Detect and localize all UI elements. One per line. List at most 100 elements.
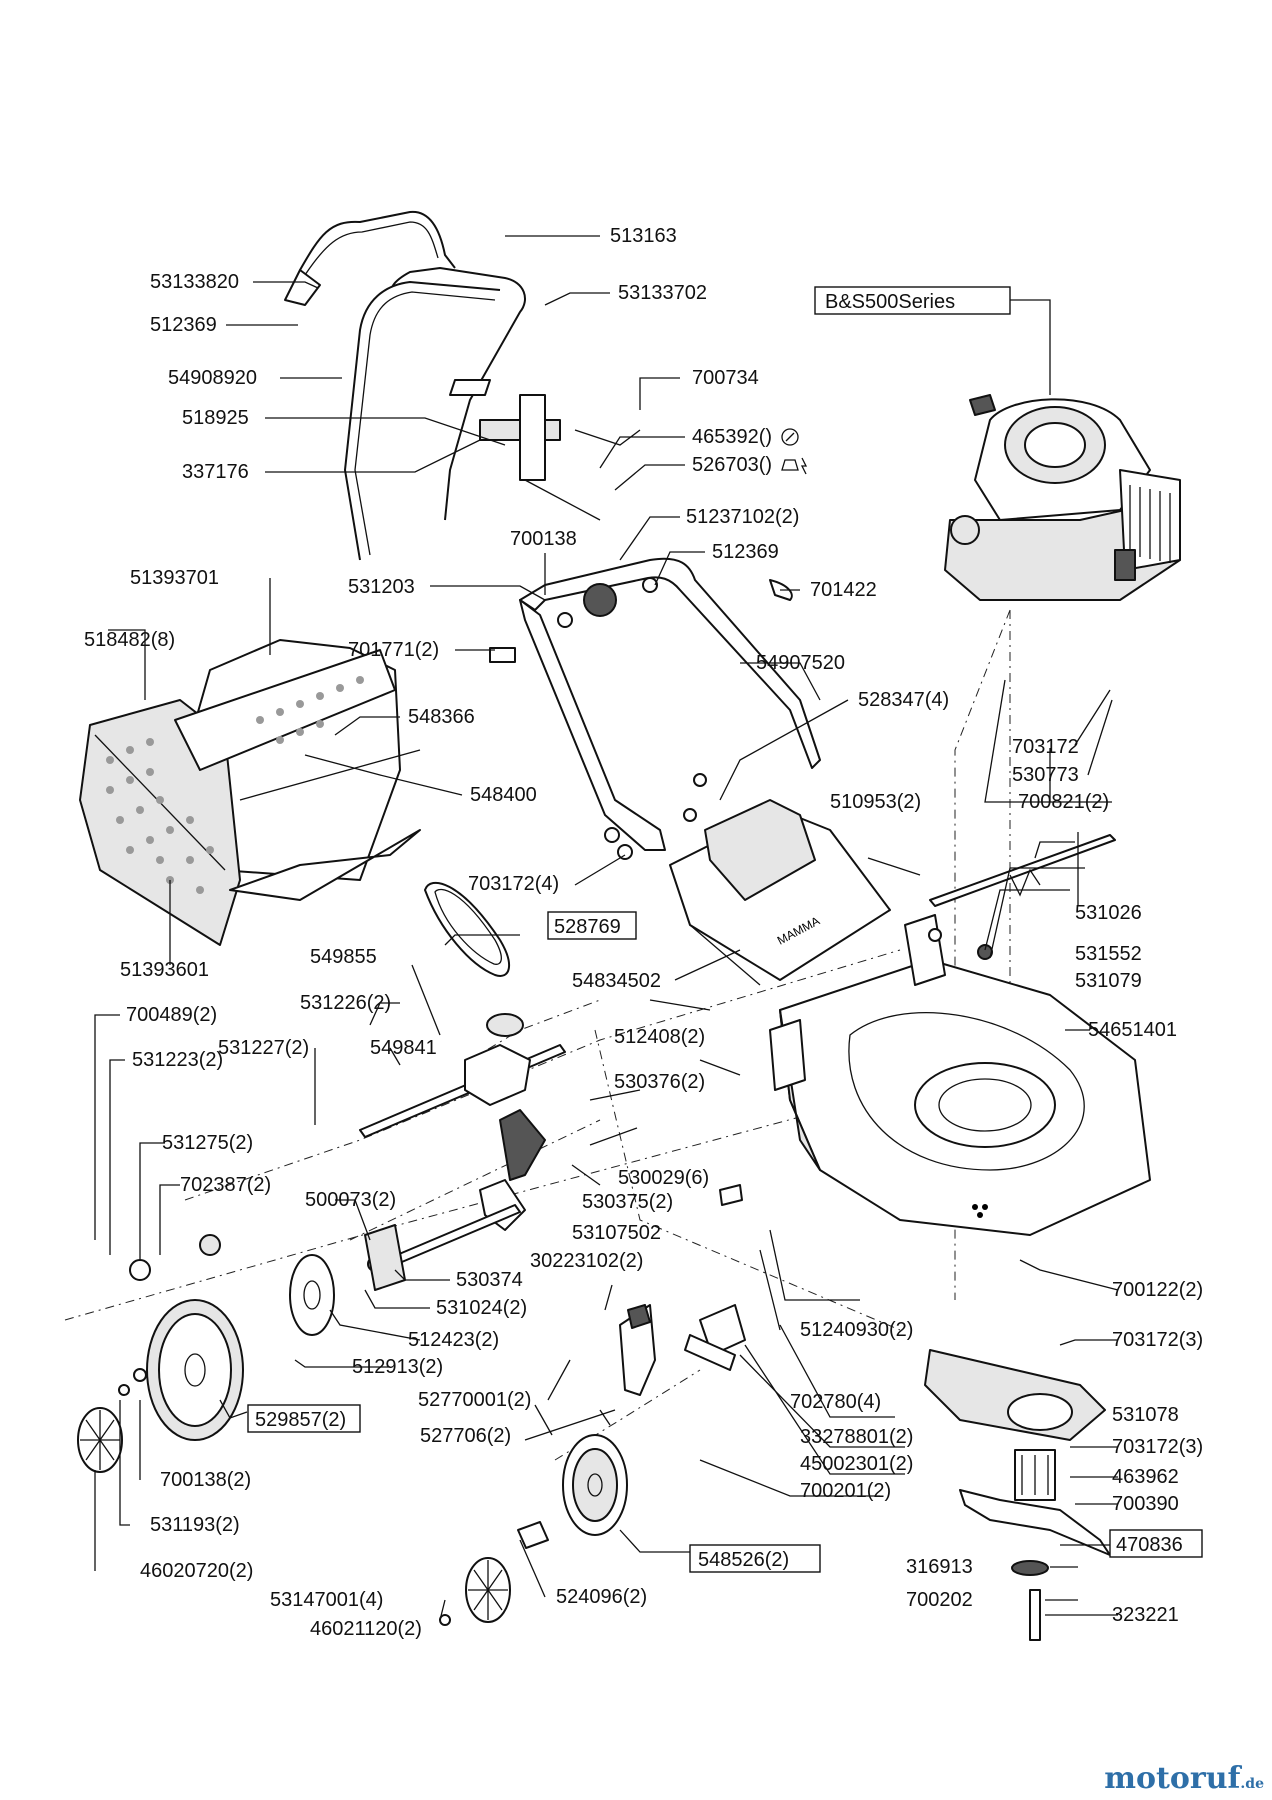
part-label: 531078 [1112, 1404, 1179, 1426]
leader-lines [94, 235, 1119, 1621]
part-label: 316913 [906, 1556, 973, 1578]
part-label: 337176 [182, 461, 249, 483]
part-label: 531552 [1075, 943, 1142, 965]
rear-flap-drawing: MAMMA [669, 799, 891, 986]
upper-handle-drawing [284, 210, 641, 561]
part-label: 518482(8) [84, 629, 175, 651]
part-label: 513163 [610, 225, 677, 247]
part-label: 53147001(4) [270, 1589, 383, 1611]
blade-assembly-drawing [924, 1349, 1111, 1641]
bag-mesh-dots [106, 676, 364, 894]
part-label: 531024(2) [436, 1297, 527, 1319]
part-number-labels: B&S500Series 513163 53133702 700734 4653… [84, 225, 1203, 1640]
part-label: 549841 [370, 1037, 437, 1059]
part-label: 703172(4) [468, 873, 559, 895]
part-label: 531193(2) [150, 1514, 240, 1536]
part-label: 702780(4) [790, 1391, 881, 1413]
part-label: 470836 [1116, 1534, 1183, 1556]
part-label: 701422 [810, 579, 877, 601]
part-label: 46020720(2) [140, 1560, 253, 1582]
part-label: 512423(2) [408, 1329, 499, 1351]
part-label: 529857(2) [255, 1409, 346, 1431]
grass-bag-drawing [79, 639, 421, 946]
part-label: 548400 [470, 784, 537, 806]
part-label: 531026 [1075, 902, 1142, 924]
part-label: 463962 [1112, 1466, 1179, 1488]
part-label: 52770001(2) [418, 1389, 531, 1411]
part-label: 548526(2) [698, 1549, 789, 1571]
part-label: 530374 [456, 1269, 523, 1291]
part-label: 465392() [692, 426, 772, 448]
part-label: 54908920 [168, 367, 257, 389]
part-label: 33278801(2) [800, 1426, 913, 1448]
engine-drawing [944, 394, 1181, 601]
part-label: 702387(2) [180, 1174, 271, 1196]
part-label: 53133702 [618, 282, 707, 304]
part-label: 530029(6) [618, 1167, 709, 1189]
part-label: 54907520 [756, 652, 845, 674]
height-adjuster-drawing [599, 1184, 781, 1426]
part-label: 530376(2) [614, 1071, 705, 1093]
part-label: 531223(2) [132, 1049, 223, 1071]
part-label: 530773 [1012, 764, 1079, 786]
part-label: 512369 [712, 541, 779, 563]
part-label: 530375(2) [582, 1191, 673, 1213]
mower-deck-drawing [769, 959, 1151, 1236]
part-label: 548366 [408, 706, 475, 728]
watermark-brand: motoruf [1104, 1761, 1241, 1796]
watermark-logo: motoruf.de [1104, 1761, 1264, 1796]
part-label: 527706(2) [420, 1425, 511, 1447]
part-label: 45002301(2) [800, 1453, 913, 1475]
part-label: 700489(2) [126, 1004, 217, 1026]
watermark-suffix: .de [1240, 1776, 1264, 1792]
part-label: 531203 [348, 576, 415, 598]
part-label: 528347(4) [858, 689, 949, 711]
part-label: 54834502 [572, 970, 661, 992]
part-label: 528769 [554, 916, 621, 938]
part-label: 524096(2) [556, 1586, 647, 1608]
part-label: 700734 [692, 367, 759, 389]
boxed-label-frames [247, 286, 1203, 1573]
part-label: 30223102(2) [530, 1250, 643, 1272]
part-label: 512913(2) [352, 1356, 443, 1378]
part-label: 700390 [1112, 1493, 1179, 1515]
part-label: 703172(3) [1112, 1436, 1203, 1458]
part-label: 549855 [310, 946, 377, 968]
part-label: 51393701 [130, 567, 219, 589]
part-label: 51240930(2) [800, 1319, 913, 1341]
part-label: 53133820 [150, 271, 239, 293]
part-label: 703172(3) [1112, 1329, 1203, 1351]
part-label: 51237102(2) [686, 506, 799, 528]
part-label: 518925 [182, 407, 249, 429]
rear-axle-drawing [904, 834, 1116, 986]
engine-series-label: B&S500Series [825, 291, 955, 313]
part-label: 46021120(2) [310, 1618, 422, 1640]
part-label: 512369 [150, 314, 217, 336]
part-label: 531226(2) [300, 992, 391, 1014]
part-label: 531275(2) [162, 1132, 253, 1154]
part-label: 700201(2) [800, 1480, 891, 1502]
drive-belt-drawing [424, 881, 510, 977]
part-label: 700202 [906, 1589, 973, 1611]
part-label: 323221 [1112, 1604, 1179, 1626]
part-label: 51393601 [120, 959, 209, 981]
part-label: 703172 [1012, 736, 1079, 758]
part-label: 700138 [510, 528, 577, 550]
part-label: 531227(2) [218, 1037, 309, 1059]
part-label: 700821(2) [1018, 791, 1109, 813]
part-label: 700138(2) [160, 1469, 251, 1491]
part-label: 700122(2) [1112, 1279, 1203, 1301]
part-label: 531079 [1075, 970, 1142, 992]
part-label: 53107502 [572, 1222, 661, 1244]
part-label: 54651401 [1088, 1019, 1177, 1041]
rear-wheel-drawing [77, 1234, 335, 1473]
part-label: 510953(2) [830, 791, 921, 813]
part-label: 500073(2) [305, 1189, 396, 1211]
gearbox-drawing [359, 1013, 566, 1291]
part-label: 512408(2) [614, 1026, 705, 1048]
front-wheel-drawing [439, 1434, 628, 1626]
engine-type-symbols [781, 428, 808, 475]
part-label: 526703() [692, 454, 772, 476]
part-label: 701771(2) [348, 639, 439, 661]
